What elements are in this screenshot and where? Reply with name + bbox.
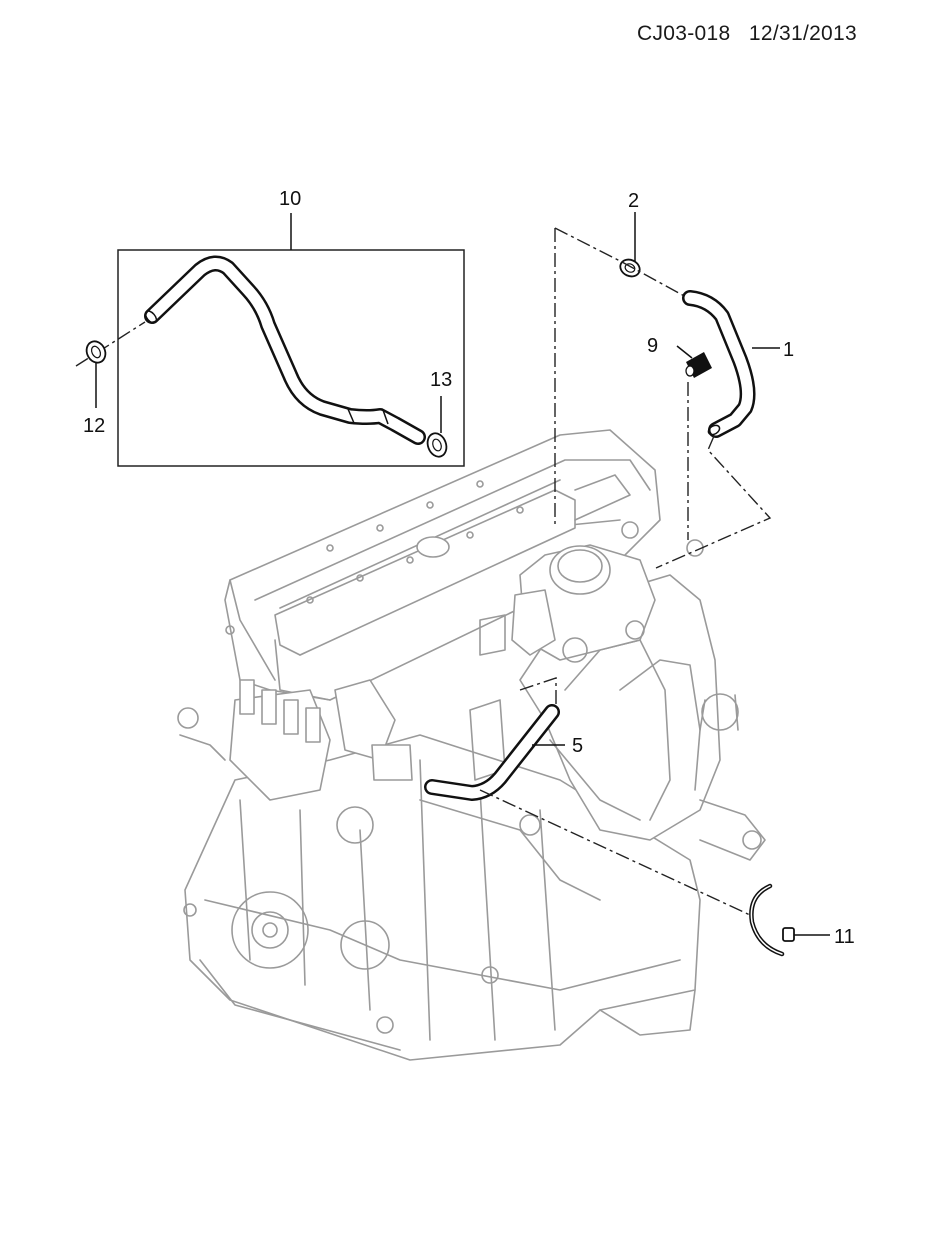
callout-5: 5 bbox=[572, 735, 583, 757]
part-2-clamp bbox=[619, 212, 641, 278]
callout-13: 13 bbox=[430, 369, 452, 391]
part-13-clamp bbox=[426, 396, 448, 458]
callout-11: 10 bbox=[279, 188, 301, 210]
callout-9: 11 bbox=[834, 926, 855, 948]
part-5-hose bbox=[424, 704, 565, 801]
part-9-bracket bbox=[749, 883, 830, 957]
callout-2: 2 bbox=[628, 190, 639, 212]
part-1-hose bbox=[682, 290, 780, 438]
engine-block bbox=[177, 429, 766, 1061]
diagram-date: 12/31/2013 bbox=[748, 22, 857, 45]
part-10-cap bbox=[676, 345, 712, 378]
callout-10: 9 bbox=[647, 335, 658, 357]
callout-12: 12 bbox=[83, 415, 105, 437]
diagram-header: CJ03-018 12/31/2013 bbox=[637, 22, 857, 46]
diagram-code: CJ03-018 bbox=[637, 22, 731, 45]
part-12-clamp bbox=[75, 321, 146, 408]
part-11-inset: 10 13 bbox=[117, 188, 465, 467]
callout-1: 1 bbox=[783, 339, 794, 361]
